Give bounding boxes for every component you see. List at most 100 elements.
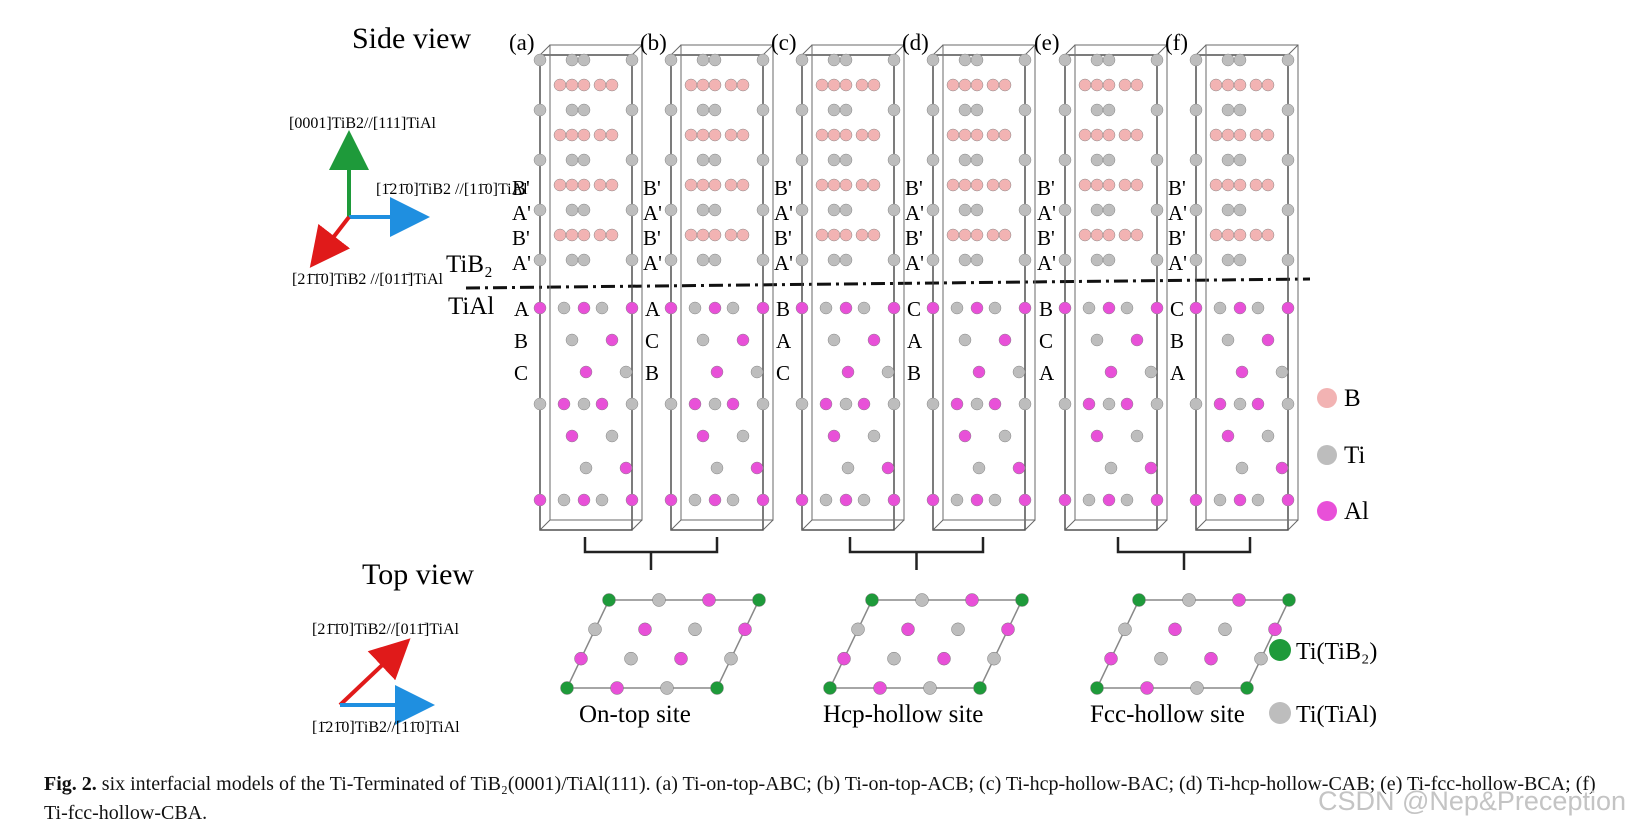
atom [1233, 203, 1247, 217]
atom [696, 253, 710, 267]
atom [1150, 397, 1164, 411]
atom [815, 78, 829, 92]
atom [1189, 153, 1203, 167]
cell-back-box [1205, 44, 1299, 521]
axis-diag-label: [21̄1̄0]TiB2 //[011̄]TiAl [292, 271, 444, 288]
atom [1102, 203, 1116, 217]
atom [795, 103, 809, 117]
atom [1281, 153, 1295, 167]
atom [565, 178, 579, 192]
atom [970, 53, 984, 67]
atom [736, 429, 750, 443]
atom [970, 301, 984, 315]
atom [684, 128, 698, 142]
stack-label-upper: A' [774, 251, 793, 275]
atom [1150, 153, 1164, 167]
atom [827, 53, 841, 67]
atom [696, 228, 710, 242]
atom [958, 178, 972, 192]
atom [839, 228, 853, 242]
atom [839, 301, 853, 315]
atom [577, 493, 591, 507]
atom [577, 301, 591, 315]
atom [565, 253, 579, 267]
site-braces [583, 537, 1252, 570]
atom [958, 53, 972, 67]
atom [1130, 333, 1144, 347]
atom [795, 203, 809, 217]
panel-label: (e) [1034, 30, 1060, 55]
atom [625, 53, 639, 67]
atom [1090, 333, 1104, 347]
atom [1235, 365, 1249, 379]
atom [1082, 493, 1096, 507]
atom [827, 333, 841, 347]
atom [708, 301, 722, 315]
atom [1189, 493, 1203, 507]
atom [827, 103, 841, 117]
atom [970, 178, 984, 192]
cell-edge [1195, 519, 1207, 531]
atom [1189, 301, 1203, 315]
atom [1249, 128, 1263, 142]
cell-edge [1156, 519, 1168, 531]
atom [565, 203, 579, 217]
atom [756, 153, 770, 167]
atom [827, 153, 841, 167]
atom [795, 153, 809, 167]
atom [1221, 153, 1235, 167]
atom [1221, 53, 1235, 67]
atom [881, 365, 895, 379]
top-atom [724, 651, 738, 666]
panel-e: (e) [1034, 30, 1168, 531]
atom [1102, 53, 1116, 67]
atom [970, 78, 984, 92]
stacking-labels: B'A'B'A'ABCB'A'B'A'ACBB'A'B'A'BACB'A'B'A… [512, 176, 1187, 385]
atom [1275, 365, 1289, 379]
atom [1249, 228, 1263, 242]
atom [867, 178, 881, 192]
atom [1102, 178, 1116, 192]
atom [1058, 103, 1072, 117]
atom [986, 178, 1000, 192]
atom [839, 153, 853, 167]
atom [1018, 493, 1032, 507]
top-atom [710, 681, 724, 695]
stack-label-upper: B' [643, 226, 661, 250]
cell-front-box [670, 54, 764, 531]
stack-label-lower: A [907, 329, 923, 353]
atom [595, 397, 609, 411]
atom [1209, 128, 1223, 142]
atom [1130, 228, 1144, 242]
top-atom [702, 593, 716, 607]
atom [958, 153, 972, 167]
atom [756, 253, 770, 267]
top-axis-diag-arrow [338, 638, 411, 707]
atom [619, 365, 633, 379]
axis-right-label: [1̄21̄0]TiB2 //[11̄0]TiAl [376, 181, 528, 198]
atom [1058, 493, 1072, 507]
figure-caption: Fig. 2. six interfacial models of the Ti… [44, 770, 1624, 828]
atom [625, 153, 639, 167]
atom [1261, 333, 1275, 347]
cell-edge [801, 519, 813, 531]
atom [1102, 153, 1116, 167]
top-atom [915, 593, 929, 607]
top-atom [588, 622, 602, 637]
atom [1261, 78, 1275, 92]
atom [867, 429, 881, 443]
atom [1018, 203, 1032, 217]
atom [839, 493, 853, 507]
legend-ti-label: Ti [1344, 442, 1365, 469]
panel-label: (a) [509, 30, 535, 55]
top-atom [1001, 622, 1015, 637]
atom [625, 397, 639, 411]
atom [1221, 203, 1235, 217]
atom [827, 78, 841, 92]
caption-text: six interfacial models of the Ti-Termina… [44, 773, 1596, 824]
atom [1233, 178, 1247, 192]
stack-label-upper: B' [1037, 176, 1055, 200]
atom [1233, 78, 1247, 92]
atom [595, 493, 609, 507]
atom [577, 228, 591, 242]
